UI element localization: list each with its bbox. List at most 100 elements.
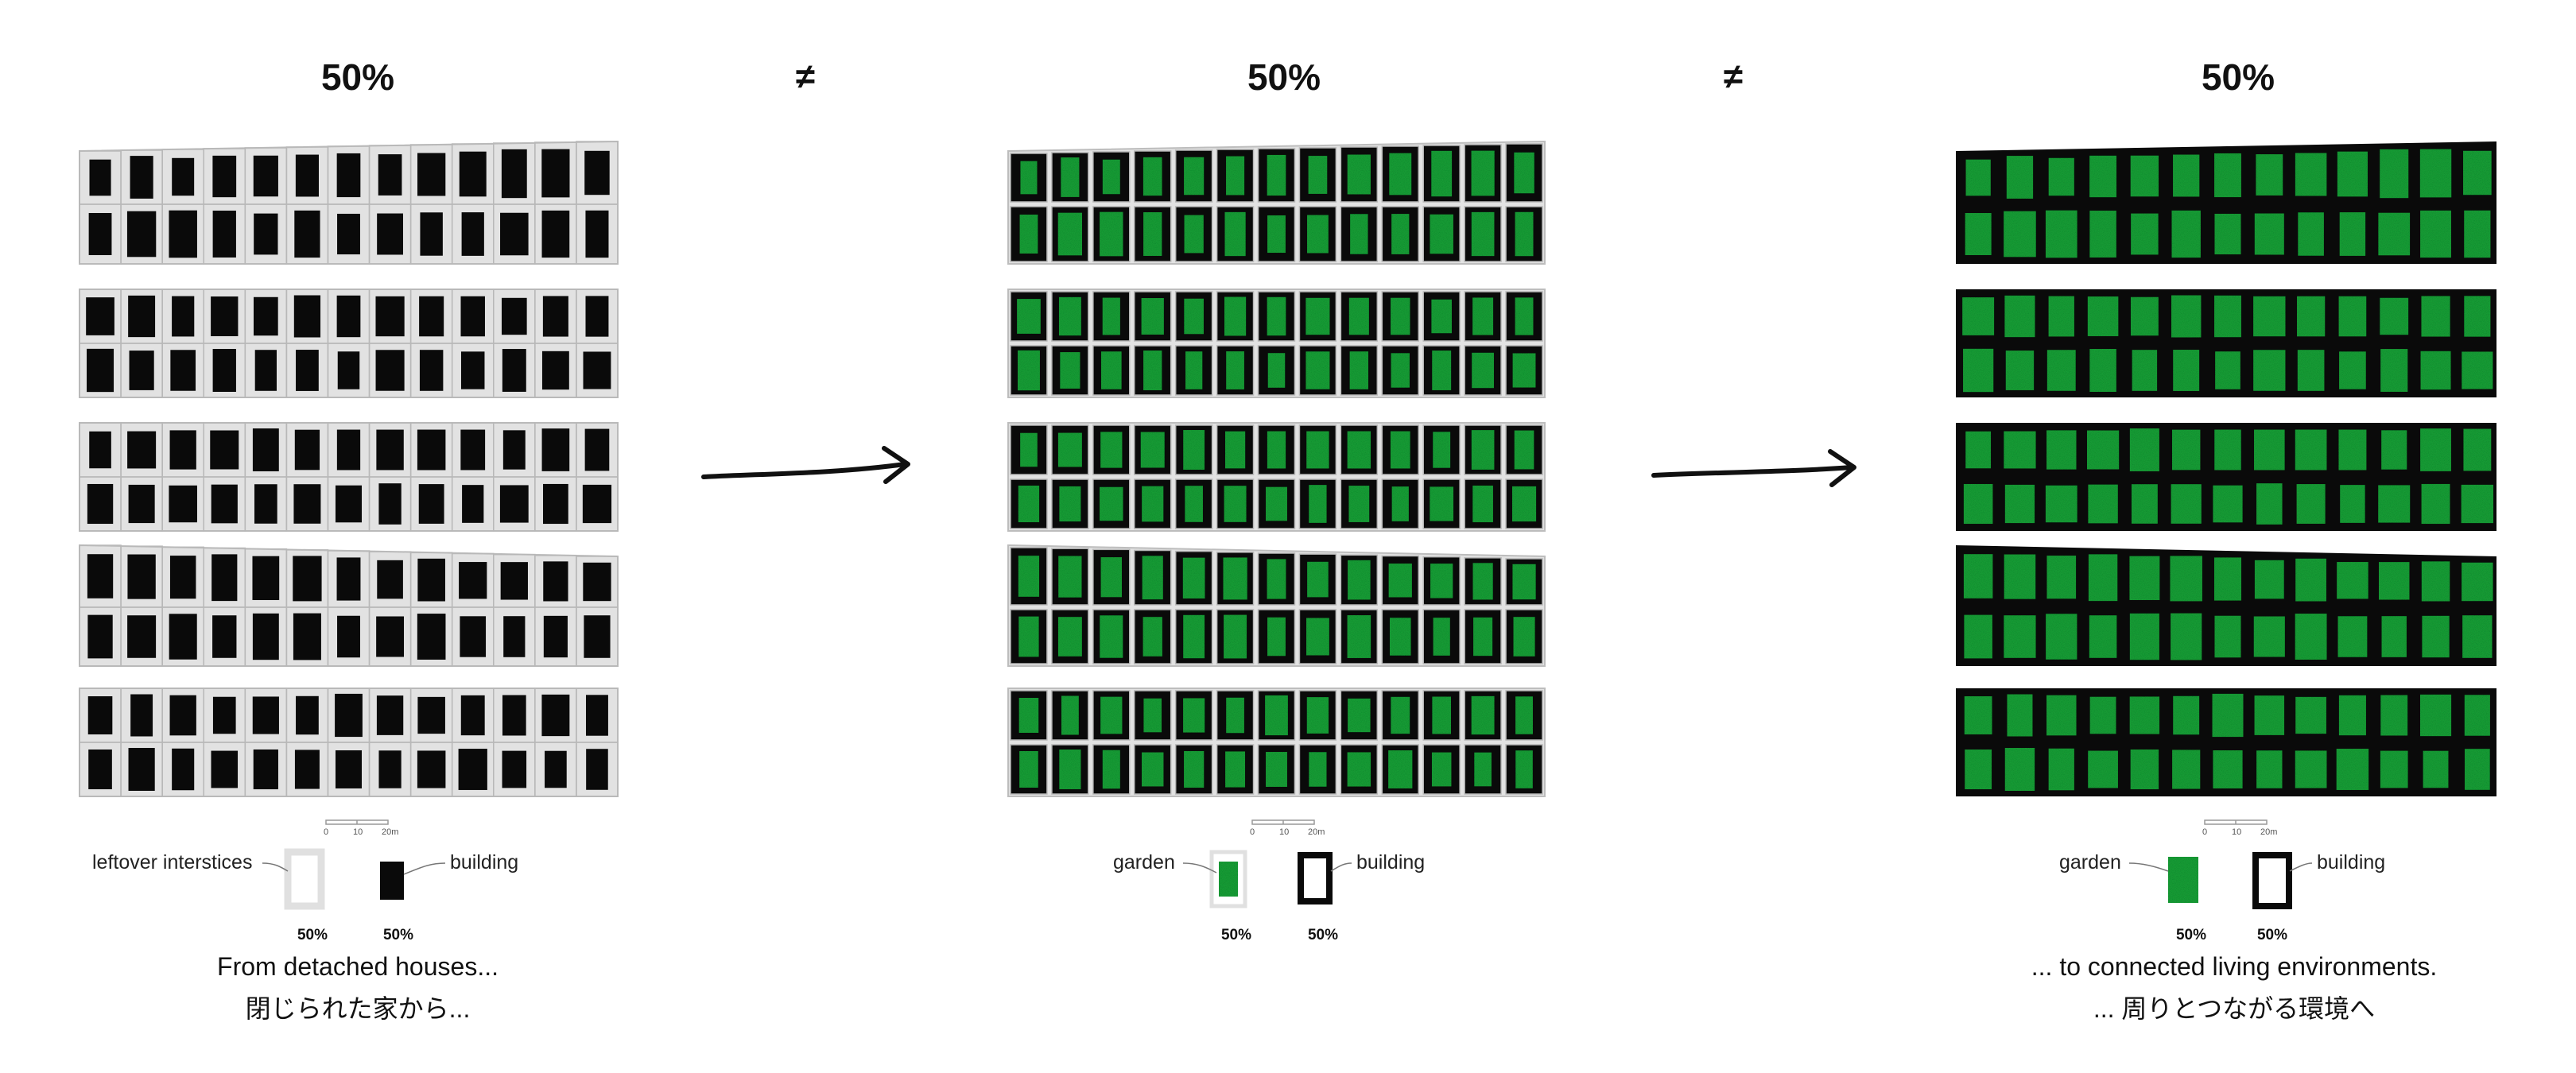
building-footprint (254, 484, 277, 524)
garden-plot (1305, 297, 1330, 335)
garden-plot (1347, 752, 1371, 787)
building-footprint (417, 696, 445, 734)
legend-1-left-label: leftover interstices (92, 851, 253, 874)
garden-plot (1431, 299, 1452, 334)
garden-plot (1472, 297, 1494, 335)
building-footprint (377, 213, 403, 255)
block-band (1956, 545, 2496, 666)
garden-plot (1309, 752, 1327, 787)
building-footprint (337, 615, 360, 658)
not-equal-sign-1: ≠ (795, 57, 816, 96)
building-footprint (541, 210, 570, 258)
building-footprint (500, 562, 528, 600)
building-footprint (294, 750, 320, 789)
scale-2-label-20m: 20m (1308, 827, 1325, 837)
building-footprint (87, 348, 114, 393)
building-footprint (336, 153, 361, 198)
building-footprint (417, 429, 446, 471)
building-footprint (89, 159, 111, 196)
garden-plot (2256, 483, 2283, 525)
caption-3-japanese: ... 周りとつながる環境へ (2093, 994, 2376, 1023)
garden-plot (2340, 485, 2365, 523)
garden-plot (2004, 431, 2036, 469)
panel-1-title: 50% (320, 56, 395, 98)
block-band (1007, 140, 1546, 265)
building-footprint (336, 295, 361, 338)
garden-plot (1183, 430, 1205, 470)
building-footprint (501, 297, 527, 335)
legend-2-right-label: building (1356, 851, 1426, 874)
building-footprint (252, 556, 280, 600)
garden-plot (2256, 750, 2283, 788)
block-band (1007, 688, 1546, 797)
garden-plot (2338, 296, 2367, 337)
building-footprint (336, 429, 361, 471)
garden-plot (1391, 486, 1409, 521)
garden-plot (1515, 750, 1533, 788)
garden-plot (2254, 429, 2285, 471)
garden-plot (1018, 698, 1039, 733)
garden-plot (2462, 351, 2493, 389)
garden-plot (1058, 556, 1082, 598)
building-footprint (128, 484, 155, 524)
garden-plot (2378, 212, 2411, 256)
building-footprint (295, 154, 319, 197)
garden-plot (2254, 695, 2285, 735)
building-footprint (293, 556, 322, 602)
garden-plot (2298, 212, 2324, 256)
garden-plot (1141, 298, 1164, 335)
legend-3-garden-swatch (2168, 857, 2198, 903)
scale-bar-1 (325, 819, 389, 825)
scale-2-label-0: 0 (1250, 827, 1255, 837)
building-footprint (502, 695, 526, 736)
garden-plot (2089, 615, 2117, 658)
garden-plot (1057, 432, 1082, 467)
garden-plot (1512, 353, 1536, 388)
building-footprint (376, 695, 404, 735)
building-footprint (459, 151, 487, 197)
garden-plot (1962, 297, 1995, 335)
building-footprint (460, 616, 487, 657)
garden-plot (2464, 749, 2490, 790)
garden-plot (2170, 556, 2202, 602)
garden-plot (1018, 350, 1040, 391)
garden-plot (1389, 153, 1412, 196)
building-footprint (169, 614, 197, 660)
garden-plot (1306, 618, 1329, 656)
building-footprint (582, 484, 612, 524)
lot-outline (576, 742, 619, 797)
garden-plot (1391, 353, 1410, 388)
garden-plot (1267, 154, 1286, 196)
garden-plot (1061, 157, 1080, 197)
garden-plot (2253, 616, 2285, 657)
caption-1-english: From detached houses... (217, 952, 499, 981)
garden-plot (1143, 351, 1162, 390)
building-footprint (294, 210, 320, 258)
building-footprint (377, 560, 403, 599)
garden-plot (1474, 752, 1492, 787)
building-footprint (293, 613, 321, 660)
building-footprint (296, 350, 319, 391)
building-footprint (375, 296, 405, 337)
garden-plot (1512, 564, 1536, 600)
garden-plot (1059, 750, 1081, 789)
building-footprint (294, 429, 320, 471)
legend-2-building-swatch (1298, 852, 1333, 904)
garden-plot (2004, 748, 2035, 791)
garden-plot (1471, 695, 1495, 735)
garden-plot (2004, 615, 2036, 658)
garden-plot (2172, 750, 2201, 789)
garden-plot (2464, 296, 2491, 337)
building-footprint (130, 694, 153, 737)
legend-1-right-pct: 50% (382, 927, 414, 943)
building-footprint (585, 210, 609, 258)
garden-plot (2380, 695, 2408, 736)
building-footprint (212, 696, 236, 734)
garden-plot (2130, 749, 2159, 790)
building-footprint (212, 211, 236, 258)
building-footprint (127, 615, 157, 658)
garden-plot (1057, 212, 1083, 256)
block-band (1956, 141, 2496, 264)
garden-plot (2045, 210, 2077, 258)
building-footprint (543, 483, 568, 525)
